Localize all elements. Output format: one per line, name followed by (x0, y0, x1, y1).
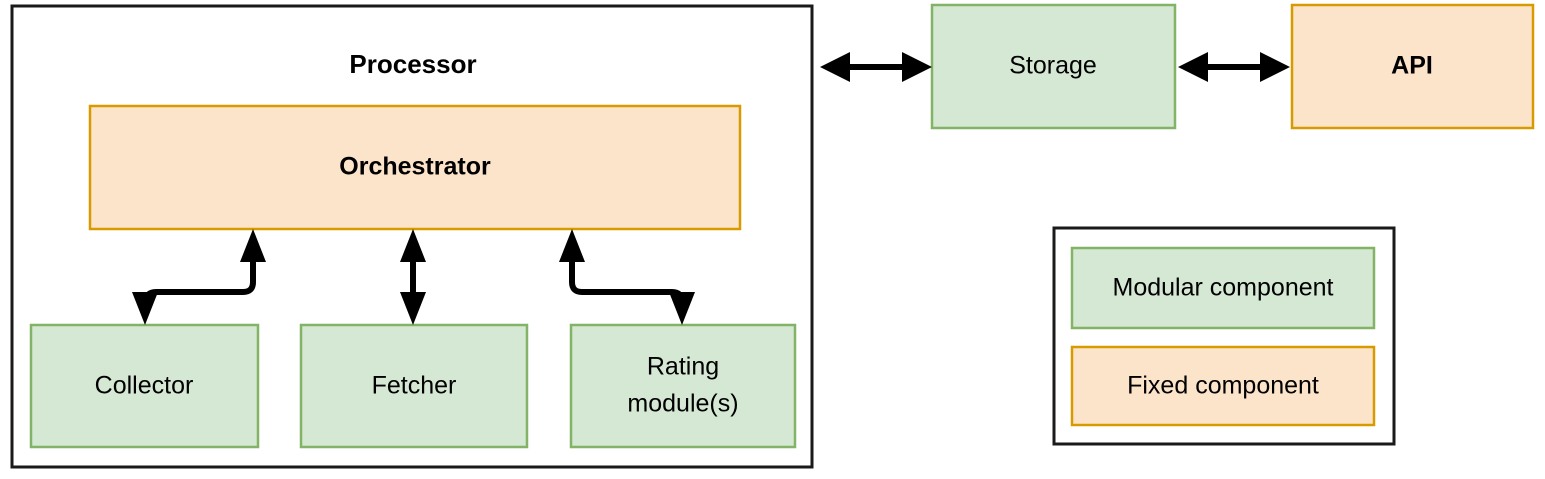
edge-orchestrator-fetcher-arrowhead-up (400, 229, 426, 262)
fetcher-label: Fetcher (372, 372, 457, 400)
edge-orchestrator-rating-module-arrowhead-up (559, 229, 585, 262)
edge-orchestrator-collector-arrowhead-down (132, 292, 158, 325)
edge-orchestrator-collector (132, 229, 266, 325)
storage-node[interactable]: Storage (930, 3, 1177, 130)
rating-module-label-line2: module(s) (627, 390, 738, 418)
collector-rect (29, 323, 260, 449)
legend-modular-swatch (1070, 246, 1376, 330)
edge-processor-storage-arrowhead-right (902, 52, 932, 82)
legend-item-fixed: Fixed component (1070, 345, 1376, 427)
edge-orchestrator-collector-arrowhead-up (240, 229, 266, 262)
fetcher-rect (299, 323, 529, 449)
edge-orchestrator-fetcher-arrowhead-down (400, 292, 426, 325)
rating-module-label-line1: Rating (647, 353, 719, 381)
edge-storage-api (1178, 52, 1290, 82)
edge-processor-storage (820, 52, 932, 82)
collector-label: Collector (95, 372, 194, 400)
edge-processor-storage-arrowhead-left (820, 52, 850, 82)
api-node[interactable]: API (1290, 3, 1535, 130)
fetcher-node[interactable]: Fetcher (299, 323, 529, 449)
legend: Modular component Fixed component (1052, 226, 1396, 446)
api-rect (1290, 3, 1535, 130)
edge-orchestrator-rating-module-arrowhead-down (669, 292, 695, 325)
rating-module-node[interactable]: Rating module(s) (569, 323, 797, 449)
orchestrator-node[interactable]: Orchestrator (88, 104, 742, 231)
legend-item-modular: Modular component (1070, 246, 1376, 330)
storage-rect (930, 3, 1177, 130)
legend-modular-label: Modular component (1113, 274, 1334, 302)
collector-node[interactable]: Collector (29, 323, 260, 449)
edge-orchestrator-fetcher (400, 229, 426, 325)
api-label: API (1391, 52, 1433, 80)
legend-fixed-swatch (1070, 345, 1376, 427)
legend-fixed-label: Fixed component (1127, 372, 1319, 400)
processor-title: Processor (349, 49, 476, 79)
rating-module-rect (569, 323, 797, 449)
storage-label: Storage (1009, 52, 1097, 80)
edge-orchestrator-rating-module (559, 229, 695, 325)
orchestrator-label: Orchestrator (339, 153, 491, 181)
edge-storage-api-arrowhead-right (1260, 52, 1290, 82)
orchestrator-rect (88, 104, 742, 231)
edge-storage-api-arrowhead-left (1178, 52, 1208, 82)
